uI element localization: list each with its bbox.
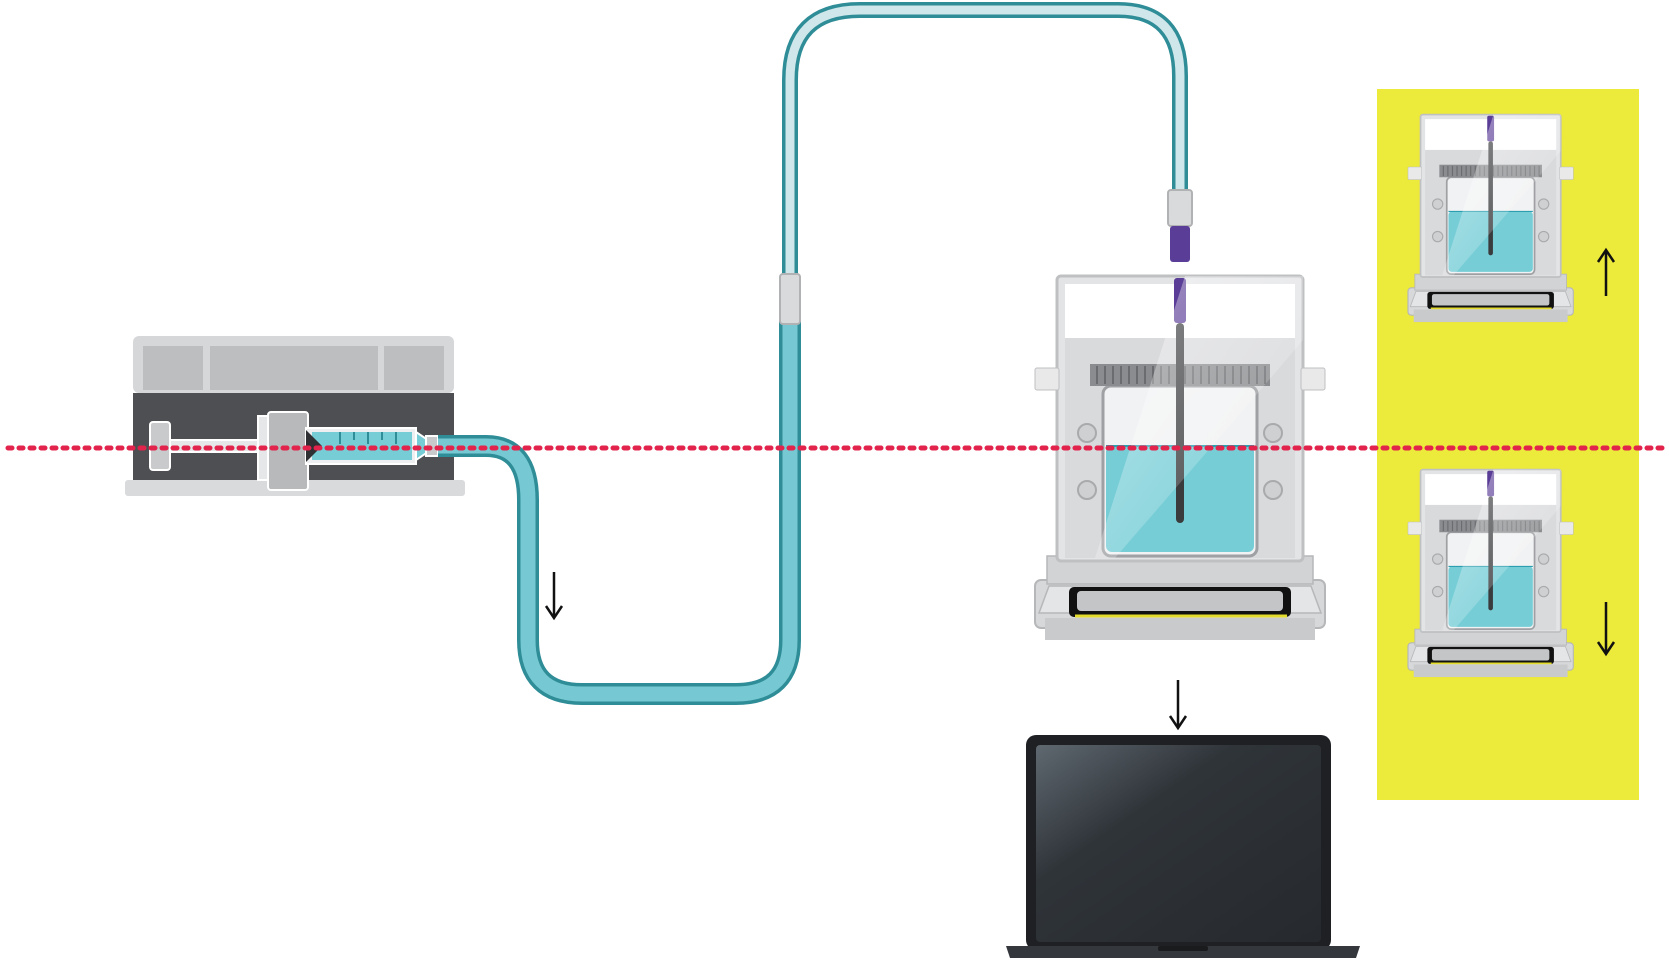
inset-balance-rising [1407, 113, 1575, 323]
tube-icon [438, 2, 1193, 705]
flow-arrow [544, 572, 564, 621]
data-arrow [1168, 680, 1188, 731]
level-up-arrow [1596, 247, 1616, 296]
analytical-balance-icon [1033, 274, 1327, 642]
syringe-pump-icon [125, 336, 465, 496]
laptop-icon [1006, 735, 1360, 958]
inset-balance-falling [1407, 468, 1575, 678]
level-down-arrow [1596, 602, 1616, 657]
